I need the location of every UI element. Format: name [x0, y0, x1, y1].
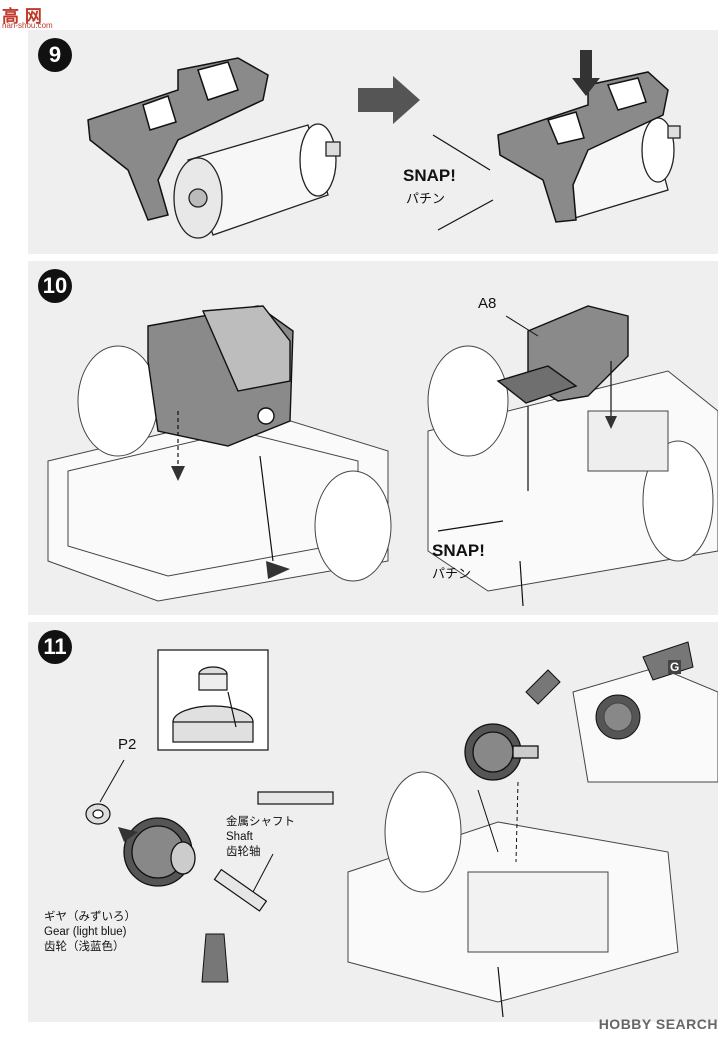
gear-installed — [464, 723, 539, 781]
snap-label: SNAP! — [403, 166, 456, 185]
site-watermark-text: 高 网 — [2, 7, 42, 27]
clip-left — [87, 57, 269, 221]
part-a8-cover — [496, 305, 629, 404]
part-p2-bushing — [85, 803, 111, 825]
motor-assembly — [147, 305, 294, 447]
shaft-label: 金属シャフト Shaft 齿轮轴 — [226, 815, 295, 860]
step-11-illustration — [85, 641, 718, 1018]
metal-shaft — [213, 791, 334, 912]
chassis-step11 — [347, 771, 679, 1003]
snap-label: SNAP! — [432, 541, 485, 560]
hobby-search-watermark: HOBBY SEARCH — [598, 1016, 718, 1032]
motor-left — [173, 123, 341, 239]
gear-label: ギヤ（みずいろ） Gear (light blue) 齿轮（浅蓝色） — [44, 910, 136, 955]
site-watermark-logo: 高 网 nan-shou.com — [2, 2, 74, 30]
gear-label-en: Gear (light blue) — [44, 926, 127, 938]
shaft-label-jp: 金属シャフト — [226, 816, 295, 828]
step-number: 10 — [38, 269, 72, 303]
detail-inset — [157, 649, 269, 751]
shaft-label-en: Shaft — [226, 831, 253, 843]
step-arrow — [358, 76, 420, 124]
grease-label: G — [668, 660, 682, 674]
step-9-illustration — [87, 50, 681, 239]
gear-light-blue — [123, 817, 196, 887]
step-10-illustration — [47, 305, 718, 607]
chassis-left — [47, 345, 392, 602]
grease-tube-top — [525, 669, 561, 705]
gear-label-cn: 齿轮（浅蓝色） — [44, 941, 125, 953]
step-9-panel: 9 — [28, 30, 718, 254]
step-number: 11 — [38, 630, 72, 664]
snap-label-jp: パチン — [432, 566, 472, 581]
step-11-panel: 11 — [28, 622, 718, 1022]
snap-label-jp: パチン — [406, 191, 446, 206]
chassis-right — [427, 345, 718, 592]
grease-application-scene — [572, 641, 718, 783]
site-watermark-url: nan-shou.com — [2, 21, 53, 30]
step-number: 9 — [38, 38, 72, 72]
shaft-label-cn: 齿轮轴 — [226, 846, 261, 858]
part-label-p2: P2 — [118, 736, 137, 753]
part-label-a8: A8 — [478, 295, 497, 312]
gear-label-jp: ギヤ（みずいろ） — [44, 911, 136, 923]
slide-arrow — [266, 561, 290, 579]
step-10-panel: 10 — [28, 261, 718, 615]
push-arrow — [572, 50, 600, 96]
grease-tube-left — [201, 933, 229, 983]
